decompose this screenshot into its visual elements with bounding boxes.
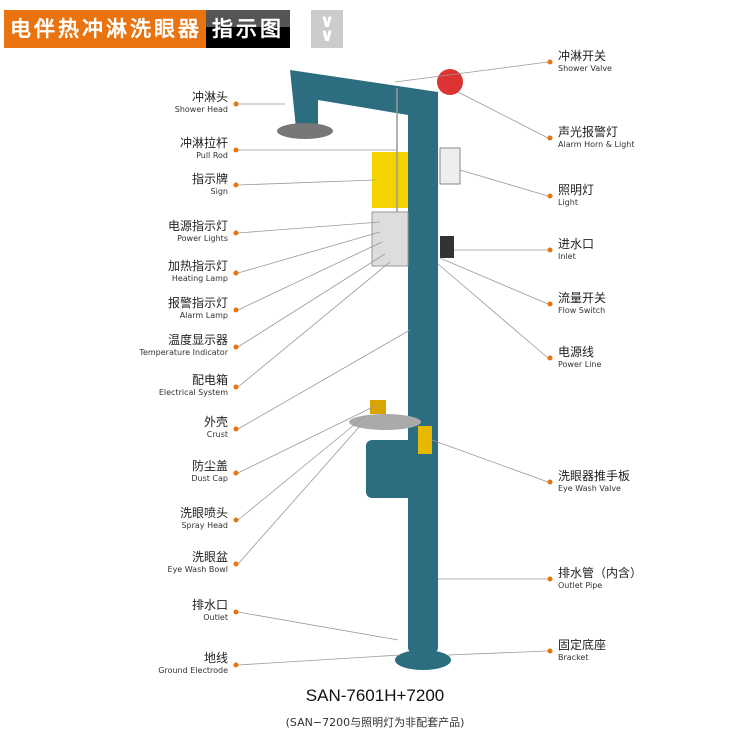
base-bracket (395, 650, 451, 670)
model-note: (SAN−7200与照明灯为非配套产品) (285, 716, 465, 729)
main-pole (408, 92, 438, 652)
device (277, 69, 463, 670)
double-chevron-down-icon: ∨∨ (311, 10, 343, 48)
label-zh: 洗眼盆 (191, 550, 228, 564)
label-zh: 报警指示灯 (167, 296, 228, 310)
label-zh: 地线 (203, 651, 228, 665)
label-en: Temperature Indicator (139, 348, 228, 357)
label-zh: 排水口 (191, 598, 228, 612)
label-zh: 电源指示灯 (167, 219, 228, 233)
label-en: Shower Valve (558, 64, 612, 73)
shower-arm (290, 70, 438, 128)
label-zh: 冲淋拉杆 (179, 136, 228, 150)
electrical-box (371, 211, 409, 267)
inlet-valve (440, 236, 454, 258)
label-en: Ground Electrode (158, 666, 228, 675)
label-en: Outlet Pipe (558, 581, 603, 590)
label-zh: 进水口 (558, 237, 595, 251)
label-en: Alarm Lamp (179, 311, 228, 320)
label-en: Sign (210, 187, 228, 196)
label-en: Crust (206, 430, 228, 439)
dust-cap (370, 400, 386, 414)
title-banner: 电伴热冲淋洗眼器 指示图 (4, 10, 290, 48)
label-zh: 加热指示灯 (167, 259, 228, 273)
shower-head (277, 123, 333, 139)
label-zh: 声光报警灯 (558, 125, 619, 139)
label-en: Power Lights (177, 234, 228, 243)
label-zh: 流量开关 (558, 291, 607, 305)
label-en: Inlet (558, 252, 576, 261)
leader-dots (233, 59, 553, 668)
alarm-light (437, 69, 463, 95)
label-zh: 温度显示器 (167, 333, 228, 347)
label-zh: 照明灯 (558, 183, 595, 197)
label-en: Electrical System (158, 388, 228, 397)
label-en: Eye Wash Valve (558, 484, 621, 493)
label-en: Spray Head (181, 521, 228, 530)
eyewash-box (366, 440, 438, 498)
label-zh: 电源线 (558, 345, 595, 359)
label-zh: 外壳 (203, 415, 228, 429)
label-zh: 冲淋头 (191, 90, 228, 104)
light-fixture (439, 147, 461, 185)
eyewash-valve-paddle (418, 426, 432, 454)
sign-plate (372, 152, 408, 208)
label-zh: 指示牌 (191, 172, 228, 186)
label-zh: 洗眼器推手板 (558, 469, 631, 483)
label-zh: 冲淋开关 (558, 49, 607, 63)
label-en: Alarm Horn & Light (558, 140, 635, 149)
label-en: Power Line (558, 360, 602, 369)
label-zh: 防尘盖 (191, 459, 228, 473)
leader-lines (237, 61, 549, 666)
label-en: Bracket (558, 653, 589, 662)
label-outlet-pipe: 排水管（内含）Outlet Pipe (558, 566, 642, 591)
title-black: 指示图 (206, 10, 290, 48)
label-en: Shower Head (174, 105, 228, 114)
label-en: Dust Cap (191, 474, 228, 483)
model-number: SAN-7601H+7200 (305, 686, 445, 705)
label-en: Flow Switch (558, 306, 606, 315)
label-zh: 配电箱 (191, 373, 228, 387)
label-en: Heating Lamp (171, 274, 228, 283)
label-en: Light (558, 198, 578, 207)
eyewash-bowl (349, 414, 421, 430)
label-en: Eye Wash Bowl (167, 565, 228, 574)
label-zh: 排水管（内含） (558, 566, 643, 580)
title-orange: 电伴热冲淋洗眼器 (4, 10, 206, 48)
label-en: Outlet (203, 613, 228, 622)
label-en: Pull Rod (196, 151, 228, 160)
label-zh: 洗眼喷头 (179, 506, 228, 520)
label-zh: 固定底座 (558, 638, 607, 652)
